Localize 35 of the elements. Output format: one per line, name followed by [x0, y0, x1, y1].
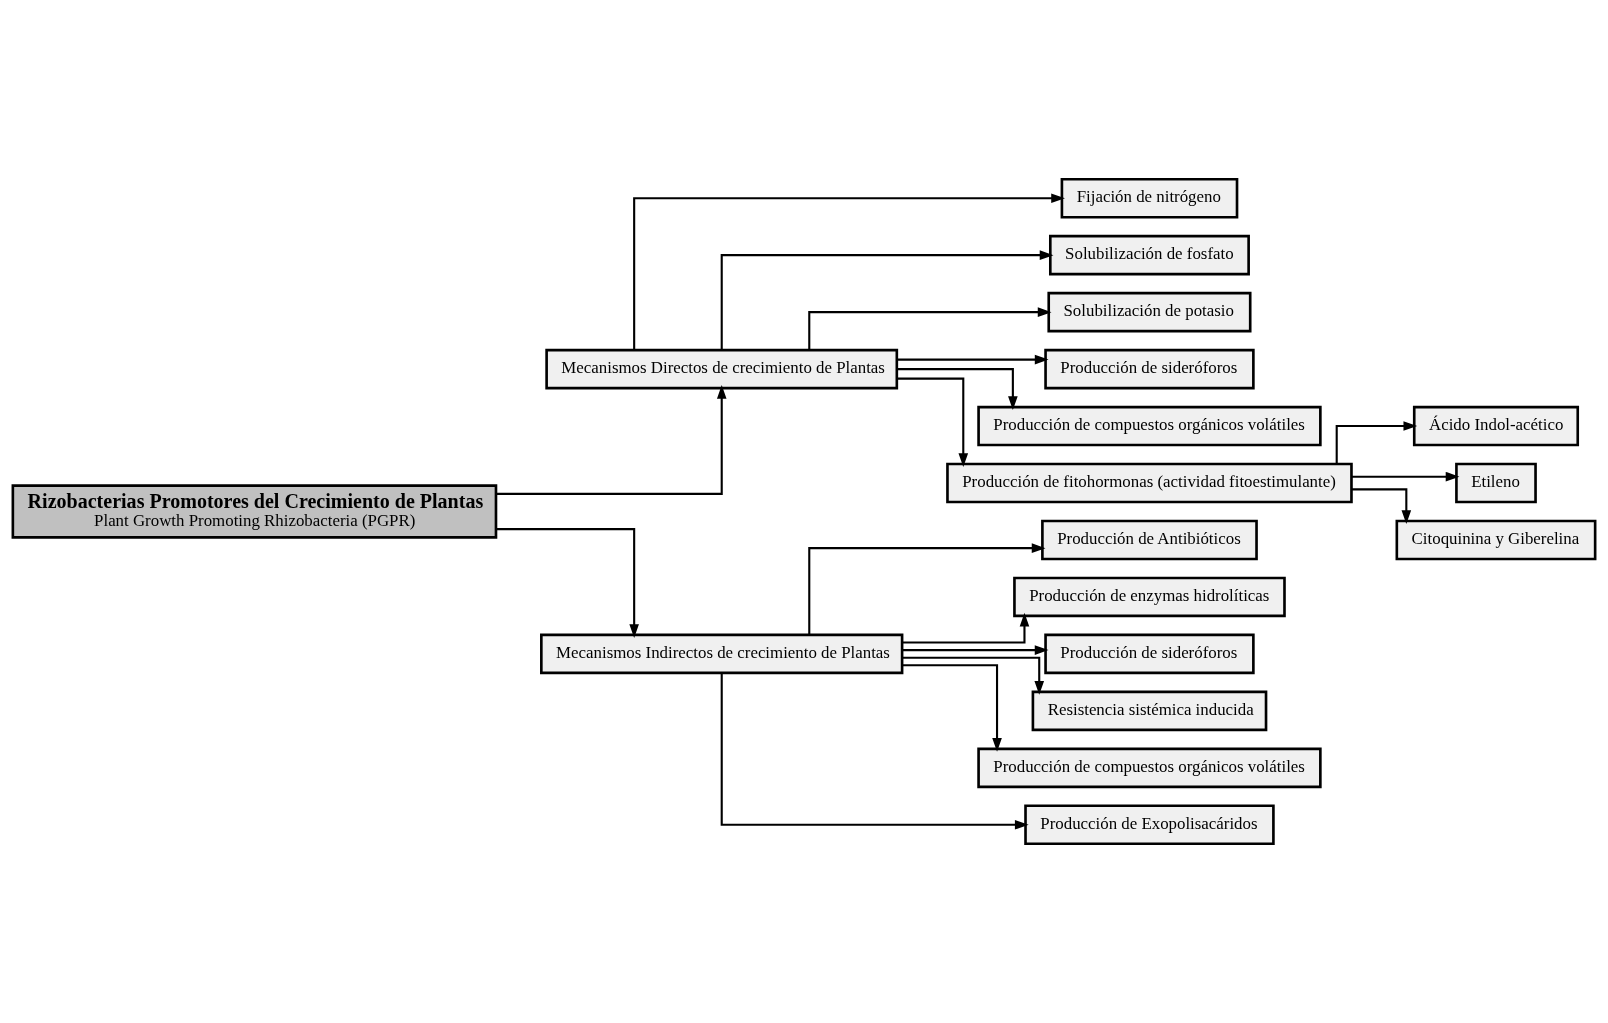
- node-box: Producción de compuestos orgánicos volátiles: [977, 747, 1322, 789]
- node-box: Producción de sideróforos: [1044, 633, 1255, 675]
- arrow: [1351, 471, 1460, 482]
- arrow: [902, 645, 1049, 655]
- node-box: Ácido Indol-acético: [1412, 405, 1580, 447]
- arrow: [496, 528, 639, 638]
- node-box: Mecanismos Indirectos de crecimiento de Plantas: [540, 633, 904, 675]
- arrow: [720, 250, 1054, 350]
- arrow: [902, 656, 1045, 695]
- node-box: Solubilización de potasio: [1047, 291, 1252, 333]
- arrow: [896, 354, 1049, 365]
- arrow: [633, 193, 1065, 350]
- arrow: [808, 307, 1052, 350]
- arrow: [902, 664, 1002, 752]
- arrow: [808, 543, 1046, 635]
- arrow: [902, 612, 1030, 644]
- node-box: Resistencia sistémica inducida: [1031, 690, 1268, 732]
- node-box: Producción de fitohormonas (actividad fitoestimulante): [946, 462, 1353, 504]
- arrow: [896, 377, 969, 468]
- node-box: Solubilización de fosfato: [1049, 234, 1250, 276]
- node-box: Producción de enzymas hidrolíticas: [1013, 576, 1286, 618]
- node-box: Producción de sideróforos: [1044, 348, 1255, 390]
- arrow: [1351, 488, 1412, 525]
- arrow: [896, 368, 1018, 410]
- node-box: Citoquinina y Giberelina: [1395, 519, 1597, 561]
- node-box: Rizobacterias Promotores del Crecimiento de Plantas Plant Growth Promoting Rhizobacteria (PGPR): [11, 484, 498, 539]
- arrow: [496, 385, 727, 495]
- node-box: Producción de compuestos orgánicos volátiles: [977, 405, 1322, 447]
- node-box: Fijación de nitrógeno: [1060, 177, 1239, 219]
- node-box: Etileno: [1455, 462, 1537, 504]
- node-box: Producción de Antibióticos: [1041, 519, 1258, 561]
- arrow: [720, 673, 1029, 830]
- arrow: [1335, 421, 1418, 464]
- node-box: Mecanismos Directos de crecimiento de Plantas: [545, 348, 899, 390]
- node-box: Producción de Exopolisacáridos: [1024, 804, 1275, 846]
